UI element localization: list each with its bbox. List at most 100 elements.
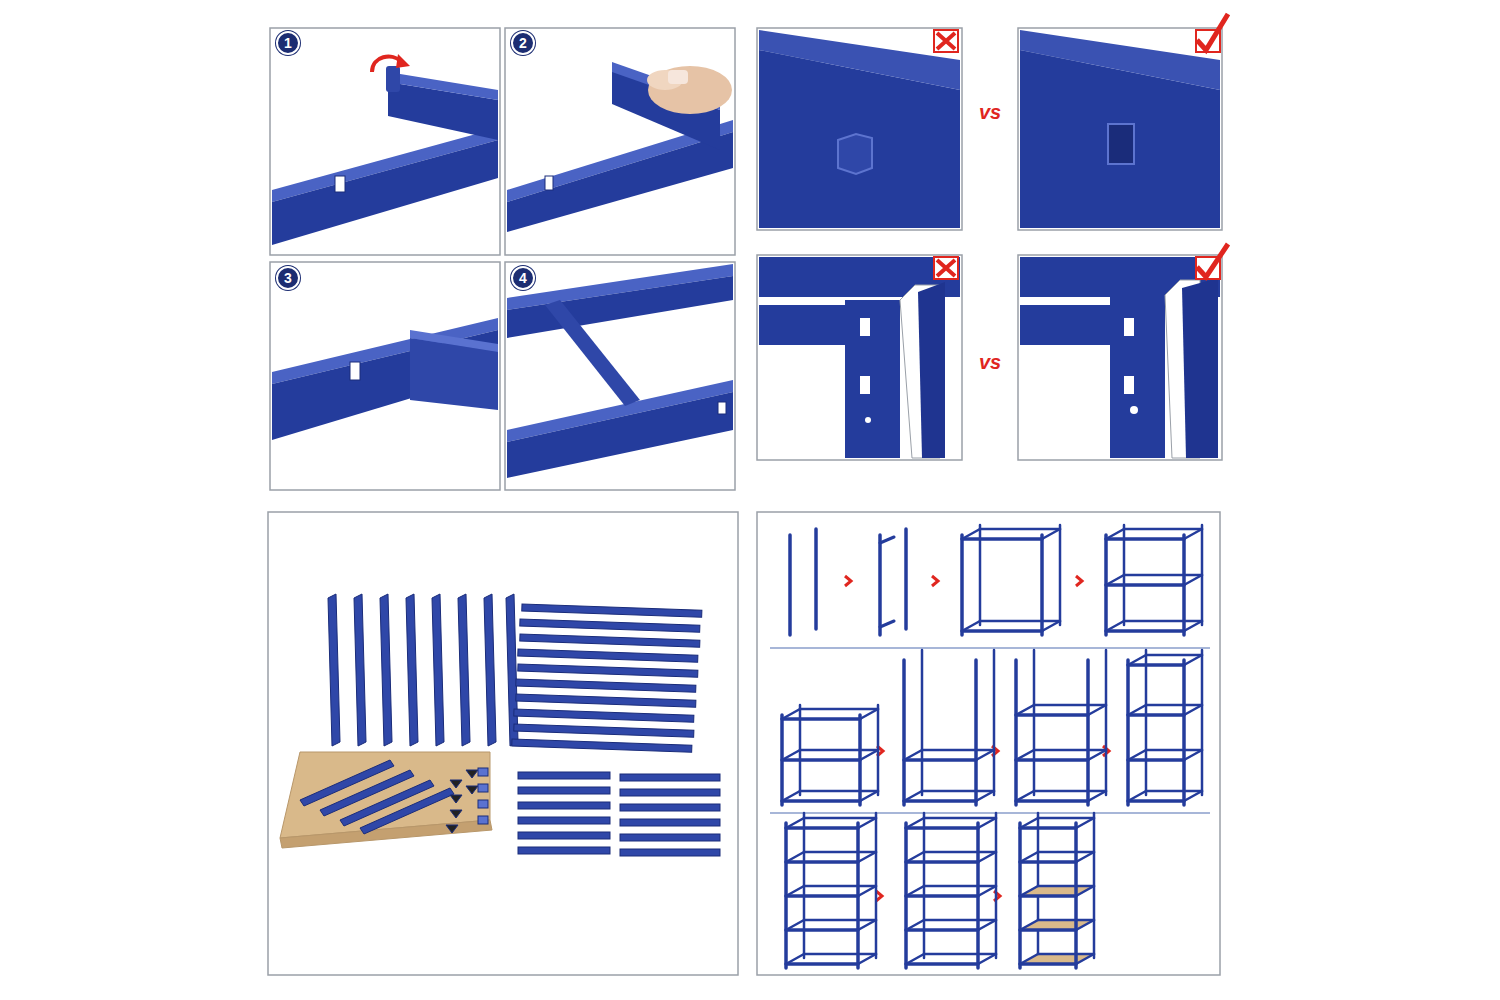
shelf-unit xyxy=(1106,525,1202,635)
shelf-part xyxy=(980,528,1060,531)
shelf-part xyxy=(1184,705,1202,715)
shelf-unit xyxy=(1016,650,1106,805)
shelf-part xyxy=(786,928,858,932)
shelf-part xyxy=(1104,535,1108,635)
shelf-part xyxy=(786,826,858,830)
shelf-part xyxy=(993,650,996,795)
shelf-part xyxy=(782,717,860,721)
shelf-part xyxy=(814,529,818,629)
shelf-part xyxy=(1059,525,1062,625)
shelf-part xyxy=(980,620,1060,623)
shelf-part xyxy=(1014,660,1018,805)
shelf-part xyxy=(1038,885,1094,888)
shelf-part xyxy=(858,852,876,862)
shelf-part xyxy=(904,799,976,803)
step-number-circle: 4 xyxy=(511,266,535,290)
callout-number: 2 xyxy=(519,36,527,50)
shelf-unit xyxy=(782,705,878,805)
shelf-part xyxy=(786,962,858,966)
shelf-part xyxy=(1016,799,1088,803)
shelf-part xyxy=(1076,954,1094,964)
shelf-part xyxy=(1146,749,1202,752)
callout-number: 3 xyxy=(284,271,292,285)
comparison-label: vs xyxy=(979,352,1001,372)
shelf-part xyxy=(784,823,788,968)
shelf-part xyxy=(880,621,894,627)
shelf-part xyxy=(1106,583,1184,587)
shelf-part xyxy=(1042,529,1060,539)
shelf-part xyxy=(1020,928,1076,932)
shelf-board xyxy=(1020,920,1094,930)
shelf-part xyxy=(1184,655,1202,665)
shelf-part xyxy=(786,860,858,864)
shelf-part xyxy=(880,537,894,543)
callout-number: 4 xyxy=(519,271,527,285)
shelf-part xyxy=(804,953,876,956)
shelf-part xyxy=(1038,953,1094,956)
shelf-part xyxy=(860,791,878,801)
upright-pair xyxy=(790,529,816,635)
shelf-part xyxy=(1106,629,1184,633)
step-number-circle: 3 xyxy=(276,266,300,290)
shelf-part xyxy=(924,919,996,922)
shelf-part xyxy=(1106,537,1184,541)
shelf-part xyxy=(1088,705,1106,715)
shelf-part xyxy=(1184,791,1202,801)
shelf-part xyxy=(782,799,860,803)
shelf-part xyxy=(1034,749,1106,752)
shelf-part xyxy=(780,715,784,805)
shelf-part xyxy=(858,920,876,930)
shelf-part xyxy=(1020,962,1076,966)
shelf-part xyxy=(906,962,978,966)
shelf-part xyxy=(804,885,876,888)
shelf-board xyxy=(1020,886,1094,896)
shelf-part xyxy=(921,650,924,795)
shelf-part xyxy=(1038,817,1094,820)
shelf-part xyxy=(924,953,996,956)
shelf-part xyxy=(976,750,994,760)
shelf-unit xyxy=(1128,650,1202,805)
comparison-label: vs xyxy=(979,102,1001,122)
shelf-part xyxy=(860,750,878,760)
shelf-part xyxy=(906,894,978,898)
shelf-part xyxy=(906,860,978,864)
shelf-part xyxy=(1184,575,1202,585)
shelf-part xyxy=(1033,650,1036,795)
shelf-part xyxy=(1016,713,1088,717)
shelf-part xyxy=(1105,650,1108,795)
shelf-part xyxy=(1076,818,1094,828)
shelf-part xyxy=(1128,713,1184,717)
shelf-part xyxy=(1128,758,1184,762)
shelf-part xyxy=(1126,660,1130,805)
shelf-part xyxy=(960,535,964,635)
shelf-part xyxy=(804,851,876,854)
shelf-part xyxy=(1038,919,1094,922)
shelf-part xyxy=(904,758,976,762)
shelf-part xyxy=(922,790,994,793)
shelf-part xyxy=(858,818,876,828)
shelf-unit xyxy=(962,525,1060,635)
shelf-part xyxy=(1088,750,1106,760)
shelf-part xyxy=(1086,660,1090,805)
shelf-part xyxy=(1201,650,1204,795)
shelf-part xyxy=(1184,750,1202,760)
shelf-part xyxy=(858,954,876,964)
shelf-part xyxy=(1020,826,1076,830)
shelf-part xyxy=(1020,894,1076,898)
shelf-unit xyxy=(1020,813,1094,968)
shelf-part xyxy=(1018,823,1022,968)
shelf-part xyxy=(1034,704,1106,707)
shelf-part xyxy=(804,817,876,820)
shelf-part xyxy=(800,708,878,711)
shelf-board xyxy=(1020,954,1094,964)
shelf-part xyxy=(1076,920,1094,930)
shelf-part xyxy=(906,826,978,830)
shelf-part xyxy=(1182,535,1186,635)
shelf-part xyxy=(1076,852,1094,862)
shelf-part xyxy=(978,818,996,828)
callout-number: 1 xyxy=(284,36,292,50)
shelf-part xyxy=(800,790,878,793)
shelf-part xyxy=(878,535,882,635)
shelf-part xyxy=(976,791,994,801)
